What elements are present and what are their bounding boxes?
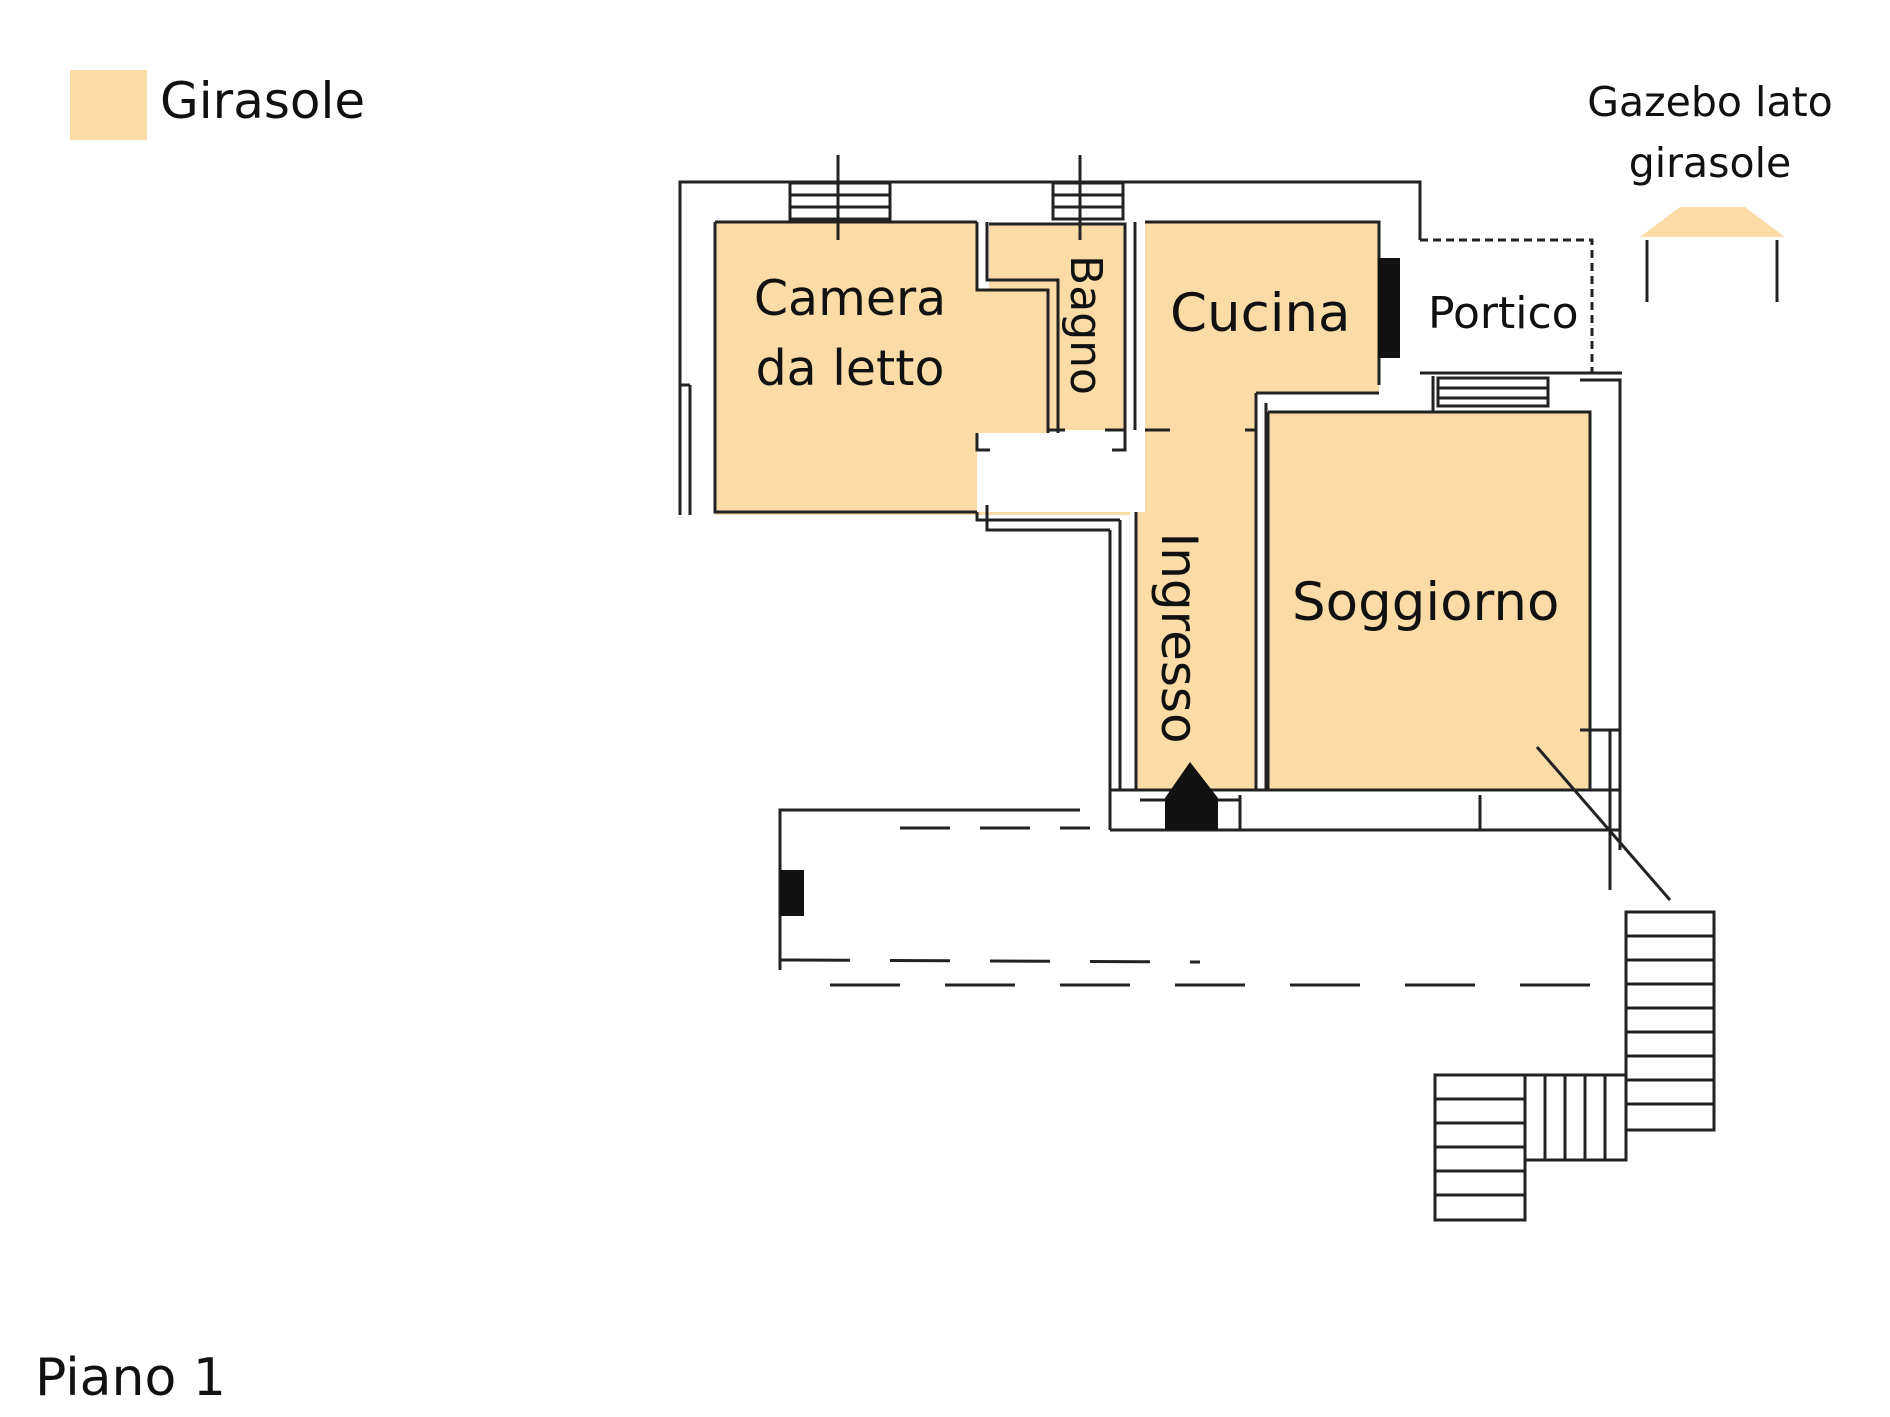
- room-label-soggiorno: Soggiorno: [1292, 572, 1560, 633]
- gazebo-icon: [1640, 207, 1785, 302]
- room-fills: [715, 222, 1590, 790]
- floor-label: Piano 1: [35, 1348, 226, 1408]
- legend-swatch-girasole: [70, 70, 147, 140]
- walls: [678, 155, 1672, 970]
- room-label-bagno: Bagno: [1060, 255, 1111, 395]
- room-label-camera: Camera da letto: [753, 270, 947, 397]
- room-label-cucina: Cucina: [1170, 283, 1351, 344]
- gazebo-label: Gazebo lato girasole: [1587, 78, 1833, 187]
- room-label-portico: Portico: [1428, 288, 1579, 339]
- fill-cucina-ingresso: [1136, 222, 1379, 790]
- staircase: [1433, 910, 1716, 1222]
- wall-fills: [780, 258, 1400, 916]
- fill-soggiorno: [1268, 412, 1590, 790]
- dashed-lines: [789, 238, 1610, 987]
- room-label-ingresso: Ingresso: [1150, 532, 1208, 744]
- legend-label: Girasole: [160, 72, 366, 130]
